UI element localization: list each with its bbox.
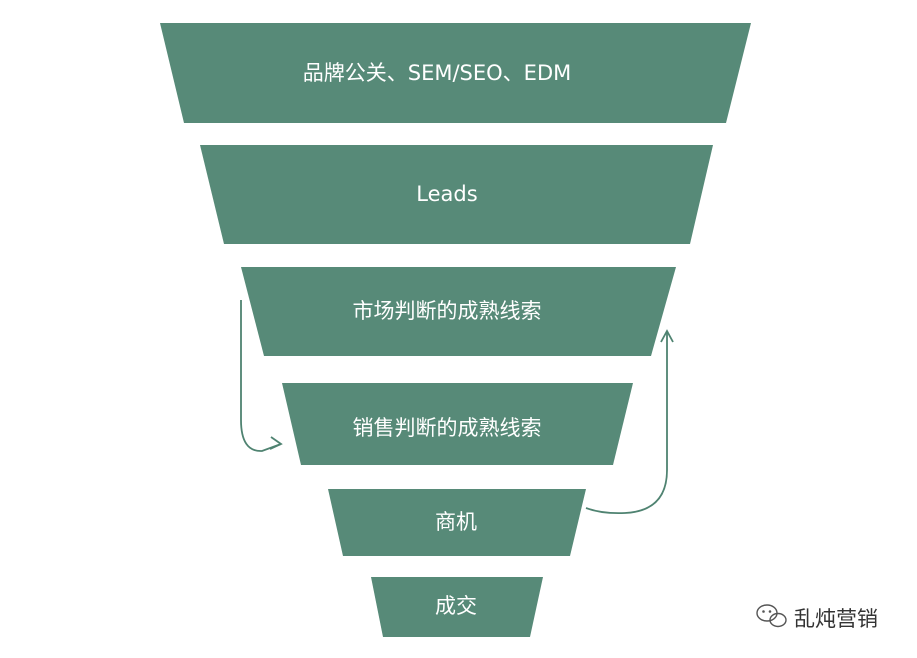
funnel-stage-4-label: 销售判断的成熟线索 (353, 416, 542, 440)
funnel-stage-5-label: 商机 (435, 510, 477, 534)
left-flow-arrow-line (240, 300, 282, 452)
left-flow-arrow (240, 300, 283, 452)
funnel-stage-1-shape (160, 23, 751, 123)
left-arrow-head-icon (269, 436, 283, 450)
wechat-icon (756, 604, 787, 628)
funnel-stage-2-shape (200, 145, 713, 244)
funnel-stage-2: Leads (200, 145, 713, 244)
right-flow-arrow (585, 329, 674, 515)
funnel-stage-4: 销售判断的成熟线索 (282, 383, 633, 465)
funnel-stage-5-shape (328, 489, 586, 556)
funnel-stage-2-label: Leads (416, 182, 477, 206)
funnel-stage-1-label: 品牌公关、SEM/SEO、EDM (303, 61, 571, 85)
right-arrow-head-icon (660, 329, 674, 343)
funnel-stage-6: 成交 (371, 577, 543, 637)
watermark: 乱炖营销 (756, 604, 878, 631)
watermark-text: 乱炖营销 (794, 607, 878, 631)
funnel-stage-3-label: 市场判断的成熟线索 (353, 299, 542, 323)
funnel-stage-3: 市场判断的成熟线索 (241, 267, 676, 356)
funnel-stage-6-label: 成交 (435, 594, 477, 618)
funnel-stage-1: 品牌公关、SEM/SEO、EDM (160, 23, 751, 123)
funnel-stage-4-shape (282, 383, 633, 465)
funnel-stage-5: 商机 (328, 489, 586, 556)
funnel-stage-3-shape (241, 267, 676, 356)
right-flow-arrow-line (585, 331, 668, 515)
funnel-stage-6-shape (371, 577, 543, 637)
